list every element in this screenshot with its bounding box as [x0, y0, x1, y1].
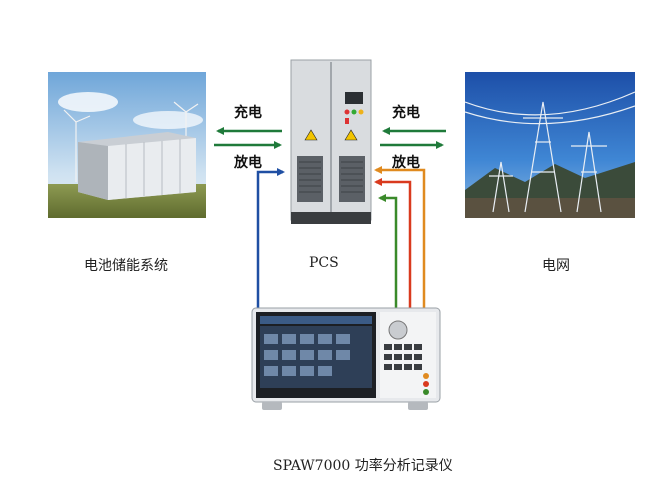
blue-wire	[256, 168, 285, 312]
green-wire	[378, 194, 398, 310]
analyzer-label: SPAW7000 功率分析记录仪	[273, 458, 453, 474]
pcs-cabinet-image	[290, 59, 372, 224]
left-discharge-label: 放电	[234, 155, 262, 171]
right-charge-label: 充电	[392, 105, 420, 121]
battery-label: 电池储能系统	[84, 258, 168, 274]
analyzer-device-image	[251, 307, 441, 410]
power-grid-image	[465, 72, 635, 218]
battery-storage-image	[48, 72, 206, 218]
grid-label: 电网	[542, 258, 570, 274]
right-discharge-label: 放电	[392, 155, 420, 171]
orange-wire	[374, 166, 426, 310]
left-charge-label: 充电	[234, 105, 262, 121]
pcs-label: PCS	[309, 255, 339, 271]
red-wire	[374, 178, 412, 310]
